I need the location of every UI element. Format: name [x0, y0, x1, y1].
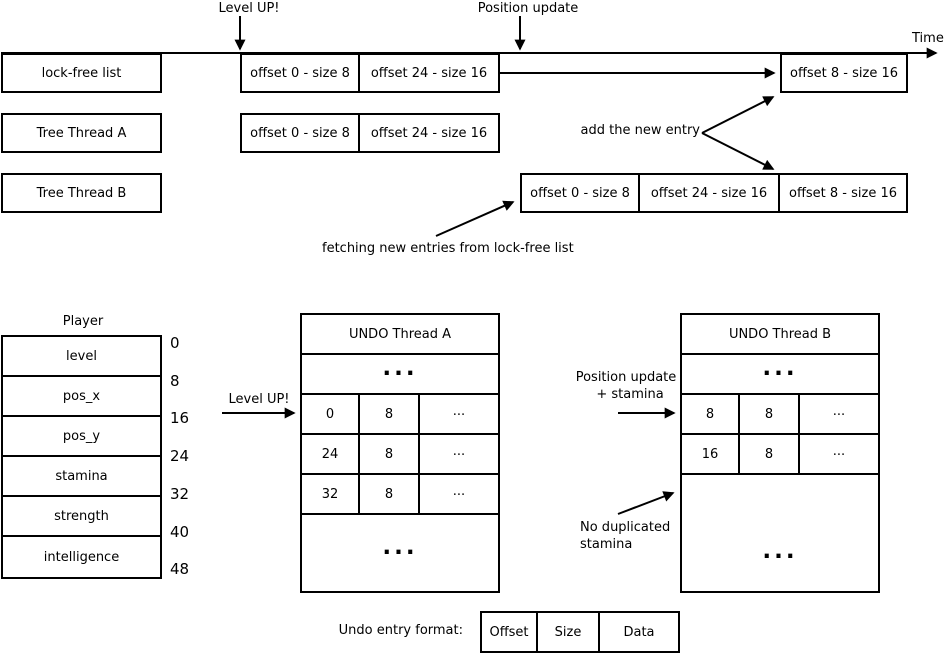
position-update-undo-annotation-line2: + stamina [596, 387, 664, 402]
position-update-undo-annotation-line1: Position update [575, 370, 677, 385]
undo-entry-size: 8 [360, 435, 420, 473]
undo-entry-size: 8 [740, 435, 800, 473]
undo-entry-row: 8 8 ... [682, 395, 878, 435]
tree-thread-a-entry: offset 24 - size 16 [370, 125, 488, 141]
undo-format-offset-cell: Offset [482, 613, 538, 651]
undo-entry-offset: 16 [682, 435, 740, 473]
player-struct-title: Player [62, 314, 104, 329]
tree-thread-b-box: Tree Thread B [1, 173, 162, 213]
no-duplicate-arrow [617, 491, 675, 515]
level-up-undo-annotation: Level UP! [228, 392, 290, 407]
undo-thread-b-bottom-area: ... [682, 475, 878, 591]
byte-offset-label: 24 [170, 447, 190, 465]
undo-thread-a-bottom-area: ... [302, 515, 498, 591]
lock-free-list-box: lock-free list [1, 53, 162, 93]
player-field: level [3, 337, 160, 377]
tree-thread-b-entry: offset 8 - size 16 [788, 185, 898, 201]
tree-thread-a-entries-group: offset 0 - size 8 offset 24 - size 16 [240, 113, 500, 153]
undo-thread-a-table: UNDO Thread A ... 0 8 ... 24 8 ... 32 8 … [300, 313, 500, 593]
player-struct-table: level pos_x pos_y stamina strength intel… [1, 335, 162, 579]
undo-entry-row: 32 8 ... [302, 475, 498, 515]
byte-offset-label: 0 [170, 334, 180, 352]
player-field: strength [3, 497, 160, 537]
lock-free-list-entries-group: offset 0 - size 8 offset 24 - size 16 [240, 53, 500, 93]
level-up-event-label: Level UP! [218, 1, 280, 16]
undo-thread-a-ellipsis-row: ... [302, 355, 498, 395]
undo-entry-size: 8 [740, 395, 800, 433]
player-field: intelligence [43, 549, 120, 565]
undo-entry-offset: 8 [682, 395, 740, 433]
lock-free-entry: offset 0 - size 8 [242, 55, 360, 91]
undo-thread-b-title: UNDO Thread B [682, 315, 878, 355]
undo-entry-data: ... [832, 403, 846, 419]
undo-entry-size: 8 [360, 395, 420, 433]
fetching-entries-arrow [435, 200, 515, 237]
undo-entry-format-label: Undo entry format: [338, 623, 463, 638]
undo-format-data-cell: Data [623, 624, 655, 640]
undo-entry-offset: 0 [302, 395, 360, 433]
tree-thread-a-box: Tree Thread A [1, 113, 162, 153]
add-entry-annotation: add the new entry [580, 123, 700, 138]
undo-entry-data: ... [832, 443, 846, 459]
undo-entry-row: 0 8 ... [302, 395, 498, 435]
undo-thread-b-ellipsis-row: ... [682, 355, 878, 395]
tree-thread-a-entry: offset 0 - size 8 [242, 115, 360, 151]
player-field: pos_y [3, 417, 160, 457]
ellipsis: ... [762, 538, 798, 564]
undo-format-size-cell: Size [538, 613, 600, 651]
byte-offset-label: 8 [170, 372, 180, 390]
no-duplicate-annotation-line2: stamina [580, 537, 633, 552]
no-duplicate-annotation-line1: No duplicated [580, 520, 671, 535]
undo-thread-b-table: UNDO Thread B ... 8 8 ... 16 8 ... ... [680, 313, 880, 593]
undo-entry-row: 24 8 ... [302, 435, 498, 475]
byte-offset-label: 16 [170, 409, 190, 427]
ellipsis: ... [382, 355, 418, 381]
tree-thread-b-entries-group: offset 0 - size 8 offset 24 - size 16 of… [520, 173, 908, 213]
position-update-event-label: Position update [477, 1, 579, 16]
undo-entry-data: ... [452, 443, 466, 459]
player-field: pos_x [3, 377, 160, 417]
lock-free-entry: offset 24 - size 16 [370, 65, 488, 81]
undo-entry-offset: 32 [302, 475, 360, 513]
fetching-entries-annotation: fetching new entries from lock-free list [322, 241, 574, 256]
undo-entry-offset: 24 [302, 435, 360, 473]
ellipsis: ... [762, 355, 798, 381]
add-entry-arrow-down [701, 132, 775, 170]
time-axis-label: Time [912, 31, 944, 46]
undo-entry-format-table: Offset Size Data [480, 611, 680, 653]
undo-entry-row: 16 8 ... [682, 435, 878, 475]
undo-entry-size: 8 [360, 475, 420, 513]
lock-free-entry-new: offset 8 - size 16 [780, 53, 908, 93]
byte-offset-label: 48 [170, 560, 190, 578]
undo-entry-data: ... [452, 403, 466, 419]
add-entry-arrow-up [701, 96, 775, 134]
undo-entry-data: ... [452, 483, 466, 499]
undo-thread-a-title: UNDO Thread A [302, 315, 498, 355]
tree-thread-b-entry: offset 24 - size 16 [640, 175, 780, 211]
tree-thread-b-entry: offset 0 - size 8 [522, 175, 640, 211]
byte-offset-label: 32 [170, 485, 190, 503]
byte-offset-label: 40 [170, 523, 190, 541]
ellipsis: ... [382, 534, 418, 560]
player-field: stamina [3, 457, 160, 497]
